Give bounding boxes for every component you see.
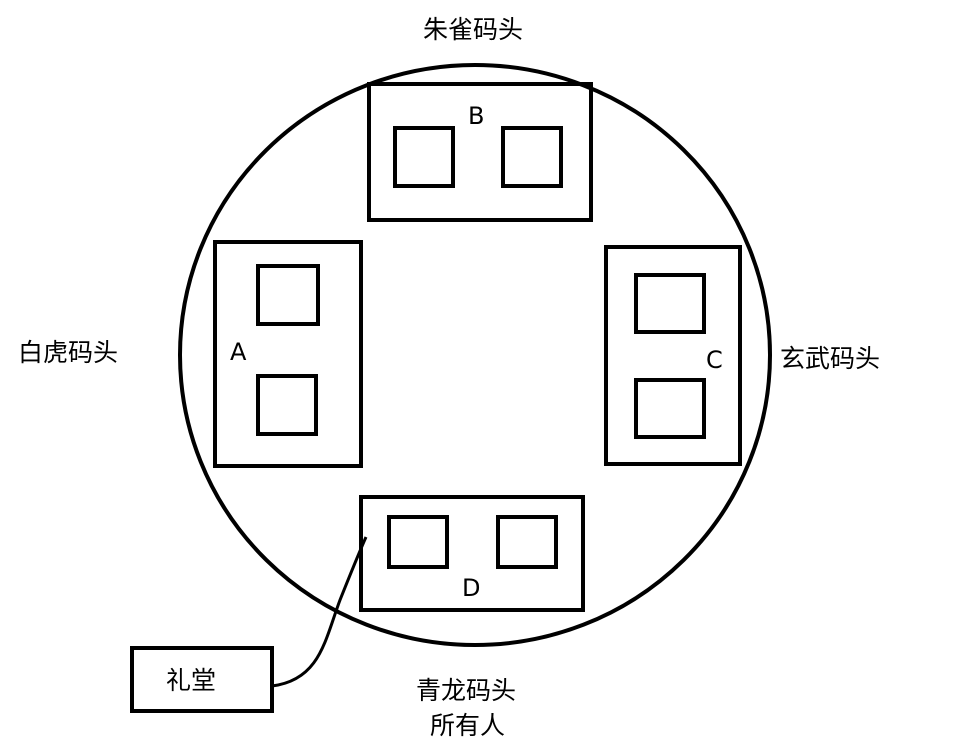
block-d-room-right [496, 515, 558, 569]
block-c-label: C [706, 346, 723, 374]
block-a-label: A [230, 338, 247, 366]
dock-label-west: 白虎码头 [18, 338, 118, 367]
island-circle [178, 63, 772, 647]
block-b-label: B [468, 102, 484, 130]
hall: 礼堂 [130, 536, 368, 713]
hall-connector-line [271, 536, 368, 688]
hall-box [130, 646, 274, 713]
block-d: D [359, 495, 585, 612]
dock-label-east: 玄武码头 [780, 344, 880, 373]
block-a-room-top [256, 264, 320, 326]
dock-label-south: 青龙码头 [416, 676, 516, 705]
hall-label: 礼堂 [166, 666, 216, 695]
block-b: B [367, 82, 593, 222]
block-a: A [213, 240, 363, 468]
block-c: C [604, 245, 742, 466]
dock-label-south-note: 所有人 [430, 711, 505, 740]
block-d-outline [359, 495, 585, 612]
block-c-room-bottom [634, 378, 706, 439]
block-d-room-left [387, 515, 449, 569]
block-c-outline [604, 245, 742, 466]
block-b-room-left [393, 126, 455, 188]
block-b-room-right [501, 126, 563, 188]
dock-label-north: 朱雀码头 [423, 15, 523, 44]
block-b-outline [367, 82, 593, 222]
block-a-room-bottom [256, 374, 318, 436]
block-c-room-top [634, 273, 706, 334]
block-d-label: D [462, 574, 480, 602]
block-a-outline [213, 240, 363, 468]
